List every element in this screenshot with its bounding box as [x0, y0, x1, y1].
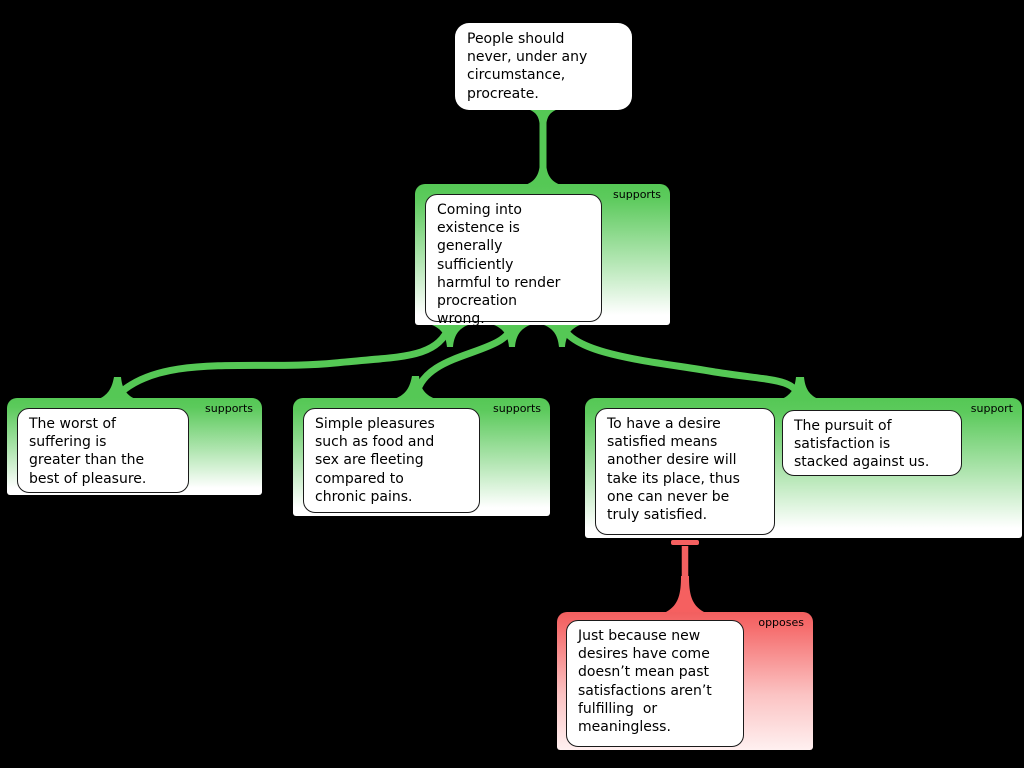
statement-pleasures[interactable]: Simple pleasures such as food and sex ar… — [303, 408, 480, 513]
relation-label: supports — [205, 402, 253, 415]
support-edge-suffering — [96, 323, 468, 400]
oppose-tbar-icon — [671, 540, 699, 545]
statement-contention[interactable]: People should never, under any circumsta… — [455, 23, 632, 110]
relation-label: support — [970, 402, 1013, 415]
support-edge-desire — [544, 323, 821, 400]
support-edge-main — [525, 109, 561, 185]
relation-label: opposes — [758, 616, 804, 629]
relation-label: supports — [613, 188, 661, 201]
statement-main-reason[interactable]: Coming into existence is generally suffi… — [425, 194, 602, 327]
argument-group-desire[interactable]: support To have a desire satisfied means… — [585, 398, 1022, 538]
statement-objection[interactable]: Just because new desires have come doesn… — [566, 620, 744, 747]
argument-group-main-reason[interactable]: supports Coming into existence is genera… — [415, 184, 670, 327]
statement-suffering[interactable]: The worst of suffering is greater than t… — [17, 408, 189, 493]
argument-group-objection[interactable]: opposes Just because new desires have co… — [557, 612, 813, 750]
argument-group-pleasures[interactable]: supports Simple pleasures such as food a… — [293, 398, 550, 516]
argument-group-suffering[interactable]: supports The worst of suffering is great… — [7, 398, 262, 495]
support-edge-pleasures — [394, 323, 530, 399]
statement-desire-satisfied[interactable]: To have a desire satisfied means another… — [595, 408, 775, 535]
statement-pursuit-satisfaction[interactable]: The pursuit of satisfaction is stacked a… — [782, 410, 962, 476]
oppose-edge-objection — [666, 540, 704, 612]
relation-label: supports — [493, 402, 541, 415]
